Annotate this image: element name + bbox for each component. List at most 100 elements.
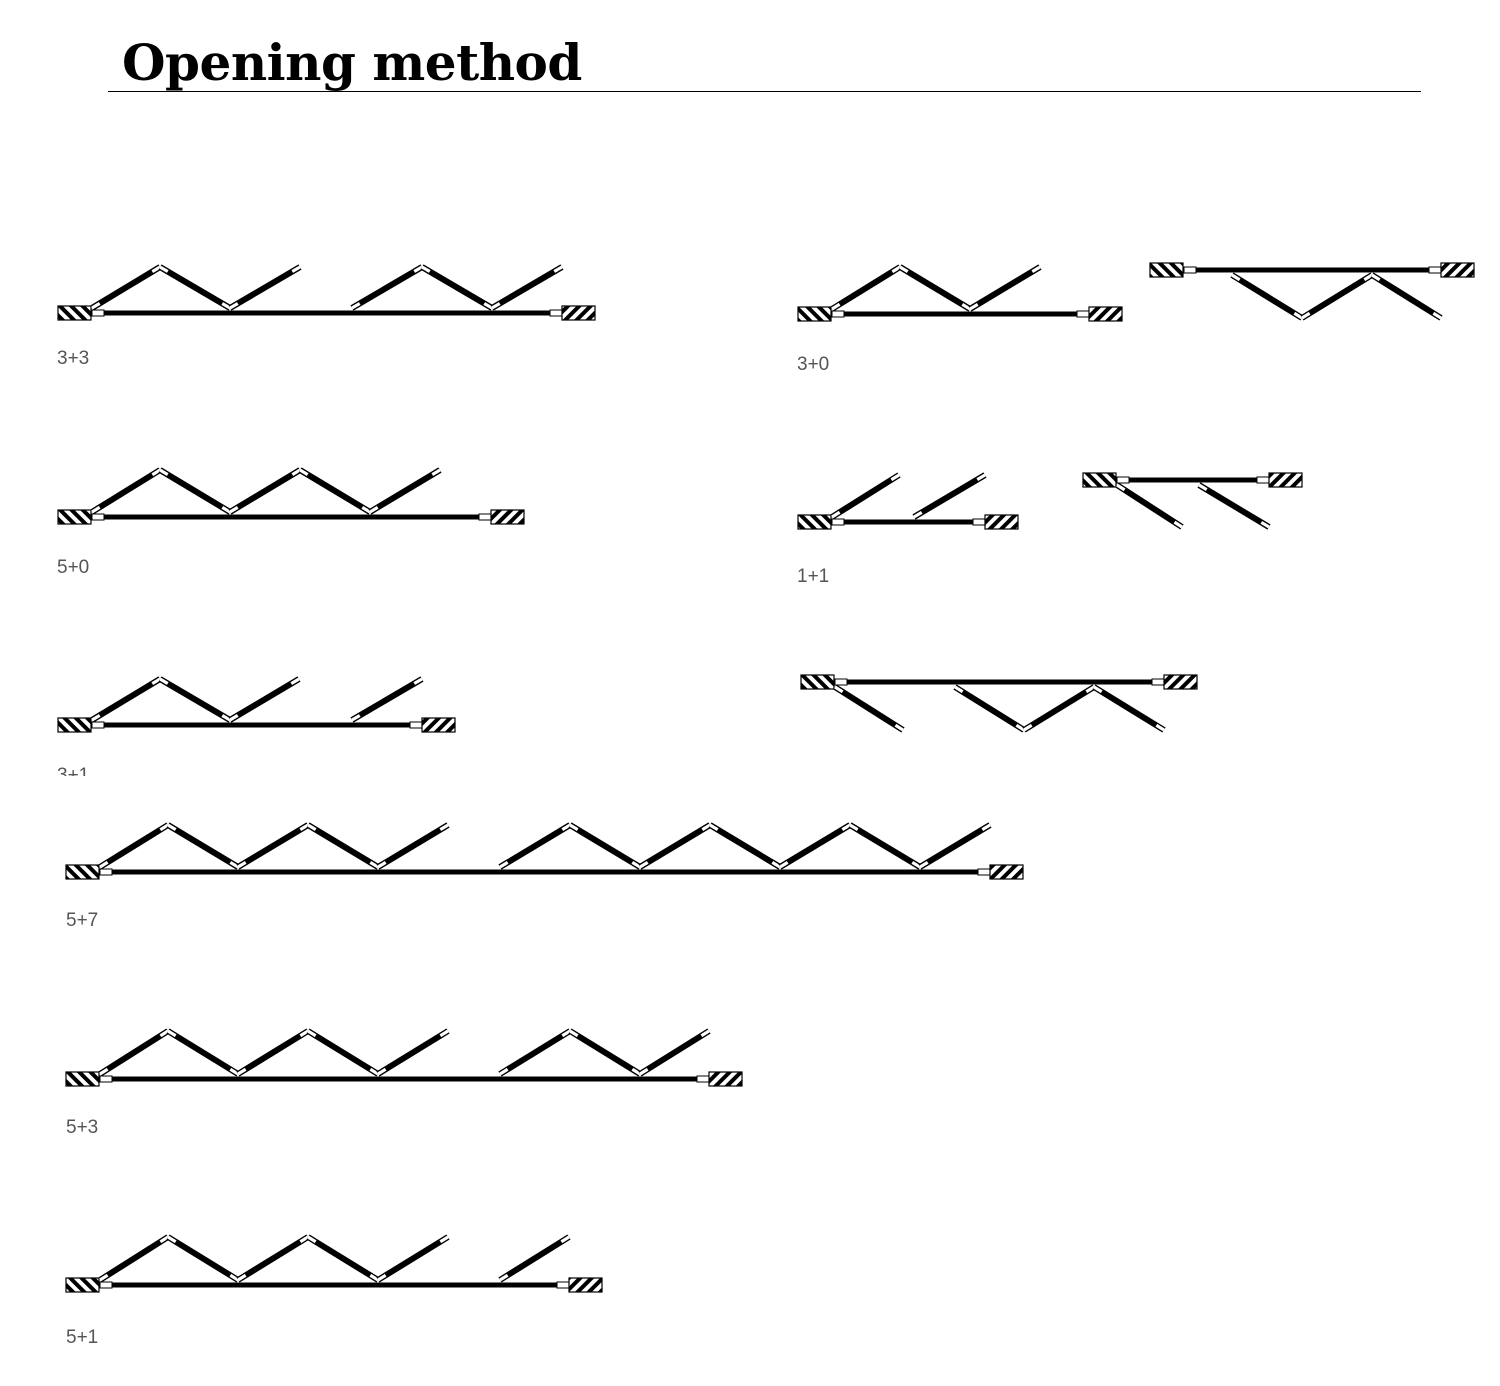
panel-hinge [569,823,579,832]
rail-end-cap [831,518,845,526]
opening-diagram-d-1-3 [800,674,1198,733]
panel-hinge [351,302,361,310]
folding-panel [708,822,782,870]
rail-end-cap [99,868,113,876]
panel-hinge [91,713,101,722]
right-wall-jamb [989,864,1024,880]
folding-panel [1300,272,1374,321]
folding-panel [350,676,424,723]
folding-panel [638,822,712,870]
panel-hinge [431,468,441,477]
panel-hinge [1015,723,1025,732]
folding-panel [490,264,564,311]
folding-panel [376,1234,450,1283]
panel-hinge [499,860,509,869]
configuration-label: 1+1 [797,566,829,587]
panel-hinge [369,1067,379,1076]
right-wall-jamb [561,305,596,321]
panel-hinge [439,1235,449,1244]
panel-hinge [849,823,859,832]
folding-panel [498,822,572,870]
folding-panel [158,264,232,311]
folding-panel [830,472,901,520]
configuration-label: 5+3 [66,1117,98,1138]
rail-end-cap [91,309,105,317]
panel-hinge [229,860,239,869]
folding-panel [90,467,162,515]
rail-end-cap [972,518,986,526]
rail-end-cap [1116,476,1130,484]
panel-hinge [631,860,641,869]
panel-hinge [1155,723,1165,732]
folding-panel [420,264,494,311]
folding-panel [166,822,240,870]
rail-end-cap [478,513,492,521]
panel-hinge [237,1273,247,1282]
panel-hinge [91,301,101,310]
panel-hinge [560,1235,570,1244]
folding-panel [898,264,972,312]
folding-panel [306,1028,380,1077]
rail-end-cap [977,868,991,876]
panel-hinge [221,302,231,310]
configuration-label: 5+1 [66,1327,98,1348]
folding-panel [953,684,1026,733]
panel-hinge [709,823,719,832]
panel-hinge [779,860,789,869]
right-wall-jamb [1088,306,1123,322]
opening-diagram-d-1-1b [1082,472,1303,530]
rail-end-cap [1256,476,1270,484]
rail-end-cap [831,310,845,318]
folding-panel [1230,272,1304,321]
panel-hinge [553,265,563,273]
panel-hinge [299,468,309,477]
panel-hinge [299,1029,309,1038]
overlap-mask [40,776,740,792]
folding-panel [1370,272,1443,321]
page-title: Opening method [122,33,582,92]
panel-hinge [1093,685,1103,694]
panel-hinge [351,714,361,722]
panel-hinge [221,714,231,722]
panel-hinge [954,685,964,694]
folding-panel [568,822,642,870]
panel-hinge [701,823,711,832]
folding-panel [228,467,302,515]
panel-hinge [369,505,379,514]
panel-hinge [1371,273,1381,282]
panel-hinge [229,1067,239,1076]
panel-hinge [491,302,501,310]
opening-diagram-5+7: 5+7 [65,822,1024,931]
panel-hinge [499,1067,509,1076]
panel-hinge [639,860,649,869]
title-divider [108,91,1421,92]
configuration-label: 5+7 [66,910,98,931]
rail-end-cap [696,1075,710,1083]
right-wall-jamb [708,1071,743,1087]
right-wall-jamb [421,717,456,733]
rail-end-cap [549,309,563,317]
rail-end-cap [99,1281,113,1289]
panel-hinge [831,302,841,311]
right-wall-jamb [1440,262,1475,278]
panel-hinge [639,1067,649,1076]
folding-panel [1022,684,1096,733]
panel-hinge [561,1029,571,1038]
folding-panel [306,822,380,870]
panel-hinge [976,473,986,481]
panel-hinge [377,860,387,869]
panel-hinge [700,1029,710,1038]
panel-hinge [569,1029,579,1038]
panel-hinge [1023,723,1033,732]
folding-panel [236,1234,310,1283]
folding-panel [98,822,170,870]
panel-hinge [159,1029,169,1038]
panel-hinge [229,302,239,310]
rail-end-cap [1151,678,1165,686]
panel-hinge [377,1067,387,1076]
left-wall-jamb [57,509,92,525]
folding-panel [498,1234,571,1283]
panel-hinge [159,468,169,477]
